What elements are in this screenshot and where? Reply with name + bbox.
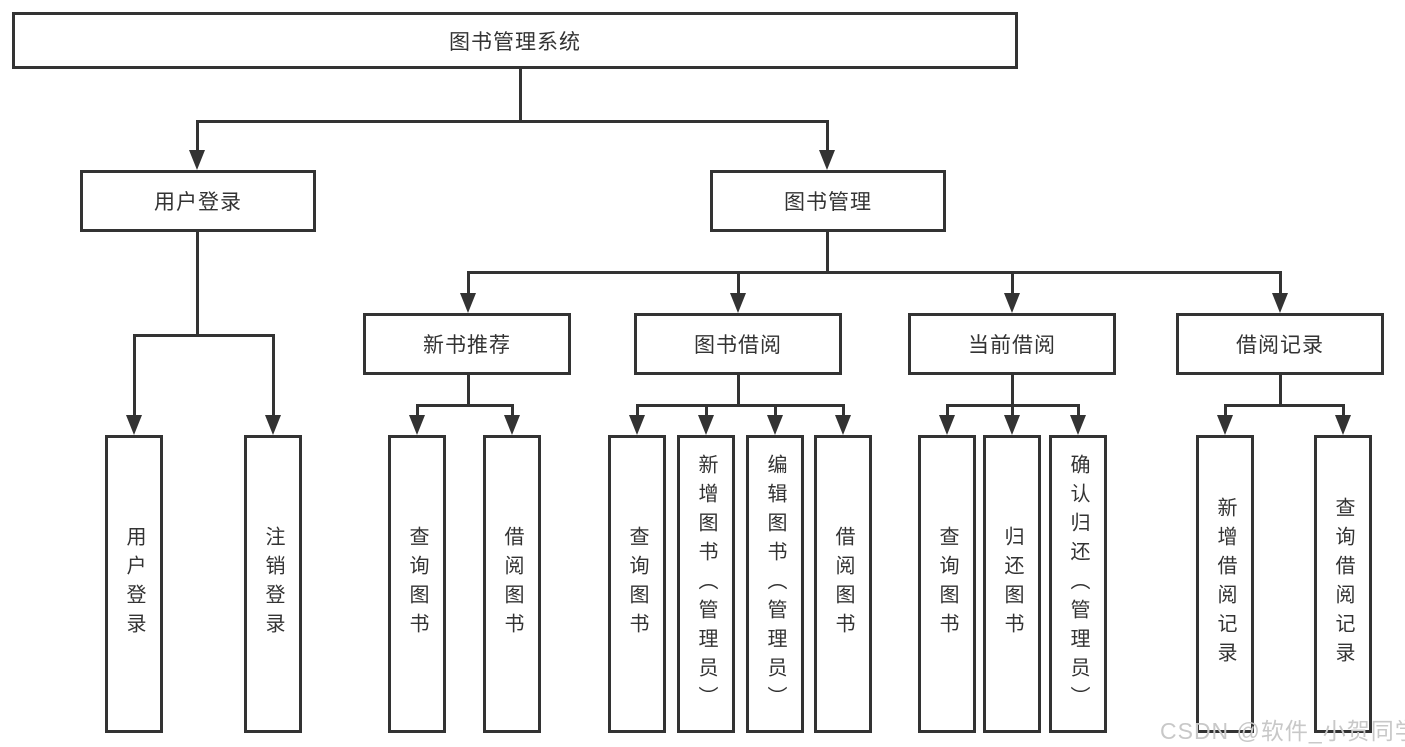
leaf-query-books-current: 查询图书 [918,435,976,733]
arrowhead-down-icon [1335,415,1351,435]
arrowhead-down-icon [1070,415,1086,435]
edge-vline [705,404,708,418]
edge-vline [467,375,470,407]
arrowhead-down-icon [265,415,281,435]
leaf-return-books: 归还图书 [983,435,1041,733]
arrowhead-down-icon [698,415,714,435]
csdn-watermark: CSDN @软件_小贺同学 [1160,718,1405,744]
edge-vline [826,120,829,154]
leaf-query-books-recommend: 查询图书 [388,435,446,733]
edge-vline [196,232,199,336]
edge-vline [826,232,829,274]
leaf-confirm-return-admin: 确认归还（管理员） [1049,435,1107,733]
node-book-management: 图书管理 [710,170,946,232]
edge-vline [416,404,419,418]
leaf-user-login: 用户登录 [105,435,163,733]
edge-vline [842,404,845,418]
edge-vline [467,271,470,297]
leaf-add-borrow-record: 新增借阅记录 [1196,435,1254,733]
arrowhead-down-icon [189,150,205,170]
edge-hline [416,404,514,407]
edge-hline [636,404,845,407]
node-borrowing-records: 借阅记录 [1176,313,1384,375]
arrowhead-down-icon [126,415,142,435]
arrowhead-down-icon [409,415,425,435]
edge-hline [467,271,1282,274]
node-root: 图书管理系统 [12,12,1018,69]
arrowhead-down-icon [835,415,851,435]
leaf-borrow-books-recommend: 借阅图书 [483,435,541,733]
edge-vline [636,404,639,418]
edge-vline [133,334,136,418]
arrowhead-down-icon [504,415,520,435]
node-current-borrowing: 当前借阅 [908,313,1116,375]
edge-vline [1011,404,1014,418]
arrowhead-down-icon [1004,415,1020,435]
node-new-book-recommend: 新书推荐 [363,313,571,375]
leaf-add-books-admin: 新增图书（管理员） [677,435,735,733]
arrowhead-down-icon [1217,415,1233,435]
leaf-logout: 注销登录 [244,435,302,733]
edge-vline [1011,271,1014,297]
leaf-edit-books-admin: 编辑图书（管理员） [746,435,804,733]
node-book-borrowing: 图书借阅 [634,313,842,375]
node-user-login: 用户登录 [80,170,316,232]
edge-vline [946,404,949,418]
edge-vline [196,120,199,154]
edge-vline [1077,404,1080,418]
edge-vline [1342,404,1345,418]
edge-vline [1011,375,1014,407]
leaf-query-books-borrowing: 查询图书 [608,435,666,733]
arrowhead-down-icon [730,293,746,313]
leaf-query-borrow-record: 查询借阅记录 [1314,435,1372,733]
arrowhead-down-icon [819,150,835,170]
arrowhead-down-icon [460,293,476,313]
edge-vline [774,404,777,418]
arrowhead-down-icon [629,415,645,435]
arrowhead-down-icon [939,415,955,435]
edge-vline [519,69,522,121]
edge-hline [1224,404,1345,407]
arrowhead-down-icon [1272,293,1288,313]
edge-vline [1279,271,1282,297]
arrowhead-down-icon [1004,293,1020,313]
edge-vline [737,375,740,407]
edge-hline [133,334,275,337]
edge-vline [272,334,275,418]
edge-vline [1224,404,1227,418]
edge-vline [511,404,514,418]
edge-vline [1279,375,1282,407]
leaf-borrow-books: 借阅图书 [814,435,872,733]
arrowhead-down-icon [767,415,783,435]
edge-hline [196,120,829,123]
edge-vline [737,271,740,297]
